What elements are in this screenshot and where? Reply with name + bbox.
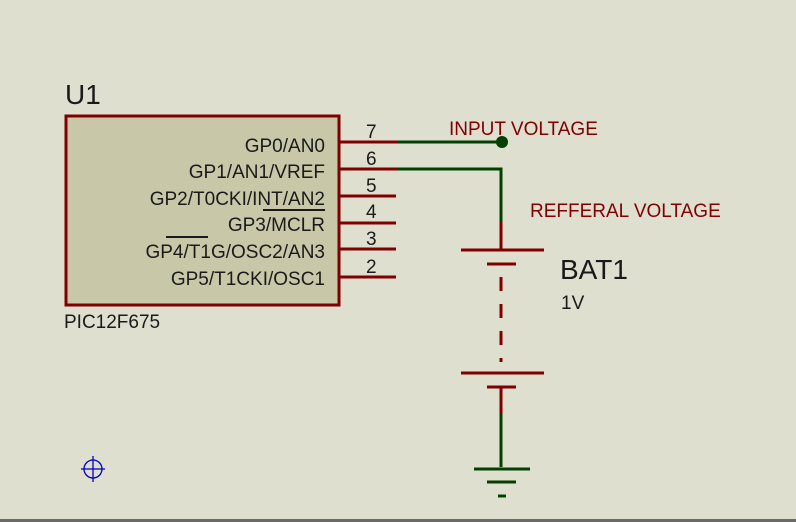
pin-number: 2: [366, 257, 377, 278]
ic-ref-label: U1: [65, 79, 101, 110]
wires[interactable]: [397, 136, 508, 467]
battery-bat1[interactable]: BAT1 1V: [461, 222, 628, 414]
pin-name: GP2/T0CKI/INT/AN2: [150, 189, 325, 210]
ic-u1[interactable]: U1 PIC12F675 GP0/AN0 GP1/AN1/VREF GP2/T0…: [64, 79, 397, 333]
pin-name: GP4/T1G/OSC2/AN3: [145, 242, 325, 263]
net-label-input-voltage[interactable]: INPUT VOLTAGE: [449, 119, 598, 140]
crosshair-icon: [81, 456, 105, 482]
pin-number: 6: [366, 149, 377, 170]
battery-value-label: 1V: [561, 293, 585, 314]
battery-ref-label: BAT1: [560, 254, 628, 285]
wire-junction-dot[interactable]: [496, 136, 508, 148]
ic-part-label: PIC12F675: [64, 312, 160, 333]
net-label-reference-voltage[interactable]: REFFERAL VOLTAGE: [530, 201, 721, 222]
pin-number: 4: [366, 202, 377, 223]
pin-name: GP1/AN1/VREF: [189, 162, 325, 183]
pin-name: GP5/T1CKI/OSC1: [171, 269, 325, 290]
ground-icon[interactable]: [474, 467, 530, 498]
wire-reference-voltage[interactable]: [397, 167, 503, 222]
pin-name: GP3/MCLR: [228, 215, 325, 236]
pin-name: GP0/AN0: [245, 136, 325, 157]
pin-number: 5: [366, 176, 377, 197]
pin-number: 7: [366, 122, 377, 143]
window-bottom-border: [0, 519, 796, 522]
pin-number: 3: [366, 229, 377, 250]
